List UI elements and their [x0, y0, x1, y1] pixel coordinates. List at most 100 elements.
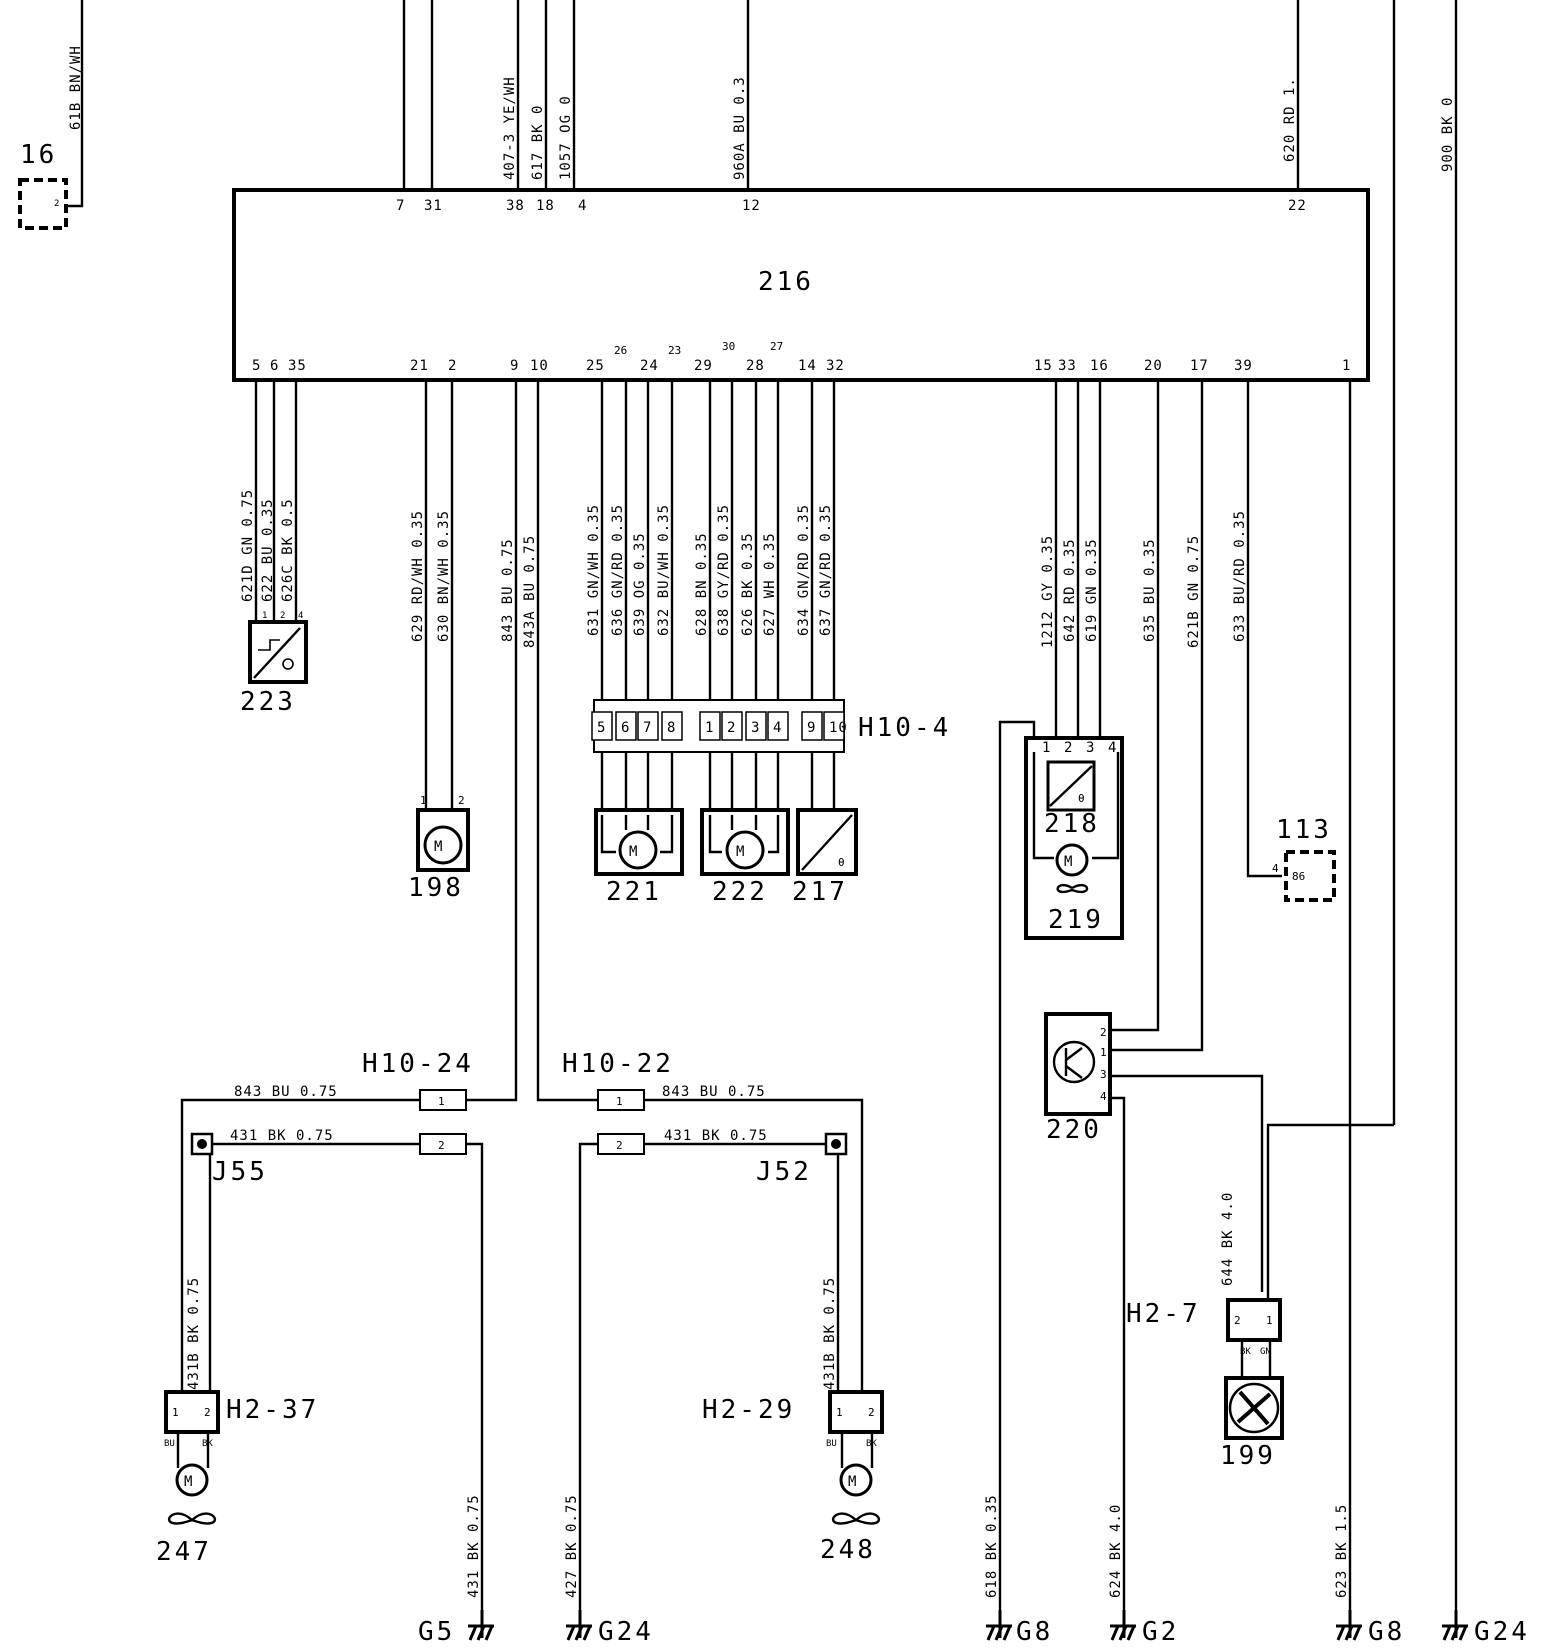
h10-4-pin-cell: [591, 711, 613, 741]
c113-pin-86: 86: [1292, 870, 1305, 883]
h10-4-pin-label: 7: [643, 720, 652, 736]
ecu-pin-7: 7: [396, 198, 405, 214]
wire-620-label: 620 RD 1.: [1282, 77, 1298, 162]
m198-pin-1: 1: [420, 794, 427, 807]
ecu-pin-38: 38: [506, 198, 525, 214]
wire-61b-label: 61B BN/WH: [68, 45, 84, 130]
m198-pin-2: 2: [458, 794, 465, 807]
ecu-pin-20: 20: [1144, 358, 1163, 374]
wire-431b-left-label: 431B BK 0.75: [186, 1277, 202, 1390]
c218-pin-4: 4: [1108, 740, 1117, 756]
h10-4-pin-label: 3: [751, 720, 760, 736]
ecu-pin-14: 14: [798, 358, 817, 374]
ecu-pin-35: 35: [288, 358, 307, 374]
ecu-pin-9: 9: [510, 358, 519, 374]
component-221-label: 221: [606, 877, 662, 907]
grounds: G5 G24 G8 G2 G8 G24: [418, 1610, 1527, 1647]
h10-4-pin-cell: [745, 711, 767, 741]
wire-636-label: 636 GN/RD 0.35: [610, 504, 626, 636]
connector-h2-7: 2 1 H2-7 BK GN: [1126, 1123, 1394, 1357]
component-221: M 221: [594, 808, 684, 907]
h10-4-pin-label: 9: [807, 720, 816, 736]
ecu-pin-32: 32: [826, 358, 845, 374]
component-218-label: 218: [1044, 809, 1100, 839]
ecu-216: 216 7 31 38 18 4 12 22 407-3 YE/WH 617 B…: [232, 0, 1458, 1610]
fan-icon: [1056, 883, 1089, 894]
motor-icon: [175, 1463, 209, 1497]
fan-icon: [831, 1512, 881, 1525]
h10-24-pin-2: 2: [438, 1139, 445, 1152]
wire-1057-label: 1057 OG 0: [558, 95, 574, 180]
ground-icon: [468, 1610, 494, 1641]
ecu-pin-25: 25: [586, 358, 605, 374]
ecu-pin-6: 6: [270, 358, 279, 374]
h10-22-pin-2: 2: [616, 1139, 623, 1152]
h10-4-pin-cell: [801, 711, 823, 741]
c223-pin-1: 1: [262, 611, 267, 621]
ecu-pin-17: 17: [1190, 358, 1209, 374]
component-247-label: 247: [156, 1537, 212, 1567]
motor-247-m: M: [184, 1474, 193, 1490]
wire-635-label: 635 BU 0.35: [1142, 538, 1158, 642]
ecu-pin-2: 2: [448, 358, 457, 374]
ecu-pin-22: 22: [1288, 198, 1307, 214]
c220-pin-3: 3: [1100, 1068, 1107, 1081]
wire-621b-label: 621B GN 0.75: [1186, 535, 1202, 648]
component-223-label: 223: [240, 687, 296, 717]
ecu-bottom-wires: 621D GN 0.75 622 BU 0.35 626C BK 0.5 629…: [240, 380, 1352, 1610]
h10-4-pin-cell: [637, 711, 659, 741]
lower-wiring: 843 BU 0.75 431 BK 0.75 843 BU 0.75 431 …: [180, 1084, 1350, 1610]
motor-icon: [423, 825, 463, 865]
component-218-219: 1 2 3 4 θ 218 M 219: [998, 720, 1124, 1610]
wire-629-label: 629 RD/WH 0.35: [410, 510, 426, 642]
ecu-pin-5: 5: [252, 358, 261, 374]
connector-h10-24: H10-24 1 2: [362, 1049, 471, 1155]
component-248: M 248: [820, 1432, 881, 1565]
ecu-pin-1: 1: [1342, 358, 1351, 374]
component-16: 16 2 61B BN/WH: [18, 0, 84, 230]
ecu-pin-15: 15: [1034, 358, 1053, 374]
h2-37-bu: BU: [164, 1439, 175, 1449]
h2-7-bk: BK: [1240, 1347, 1251, 1357]
transistor-icon: [1052, 1040, 1096, 1084]
connector-h10-4-label: H10-4: [858, 713, 951, 743]
ecu-pin-27: 27: [770, 340, 783, 353]
h10-4-pin-cell: [615, 711, 637, 741]
sun-icon: [282, 658, 294, 670]
wire-639-label: 639 OG 0.35: [632, 532, 648, 636]
wire-632-label: 632 BU/WH 0.35: [656, 504, 672, 636]
connector-h10-22: H10-22 1 2: [562, 1049, 671, 1155]
wire-960a-label: 960A BU 0.3: [732, 76, 748, 180]
splice-j52: J52: [756, 1132, 848, 1187]
wire-622-label: 622 BU 0.35: [260, 498, 276, 602]
wire-628-label: 628 BN 0.35: [694, 532, 710, 636]
h2-7-gn: GN: [1260, 1347, 1271, 1357]
c220-pin-1: 1: [1100, 1046, 1107, 1059]
motor-icon: [618, 830, 658, 870]
component-16-label: 16: [20, 140, 57, 170]
component-219-label: 219: [1048, 905, 1104, 935]
wire-634-label: 634 GN/RD 0.35: [796, 504, 812, 636]
component-198: 1 2 M 198: [408, 794, 470, 903]
connector-h2-29-label: H2-29: [702, 1395, 795, 1425]
component-113-label: 113: [1276, 815, 1332, 845]
wire-431-g5-label: 431 BK 0.75: [466, 1494, 482, 1598]
motor-icon: [839, 1463, 873, 1497]
component-248-label: 248: [820, 1535, 876, 1565]
h10-4-pin-label: 4: [773, 720, 782, 736]
wire-623-label: 623 BK 1.5: [1334, 1504, 1350, 1598]
wire-427-label: 427 BK 0.75: [564, 1494, 580, 1598]
motor-222-m: M: [736, 844, 745, 860]
wire-618-label: 618 BK 0.35: [984, 1494, 1000, 1598]
h10-4-pin-label: 1: [705, 720, 714, 736]
wire-843-label: 843 BU 0.75: [500, 538, 516, 642]
ground-icon: [1336, 1610, 1362, 1641]
h10-4-pin-cell: [767, 711, 789, 741]
c113-pin-4: 4: [1272, 862, 1279, 875]
h10-4-pin-label: 6: [621, 720, 630, 736]
connector-h2-7-label: H2-7: [1126, 1299, 1201, 1329]
wire-407-3-label: 407-3 YE/WH: [502, 76, 518, 180]
ground-icon: [566, 1610, 592, 1641]
